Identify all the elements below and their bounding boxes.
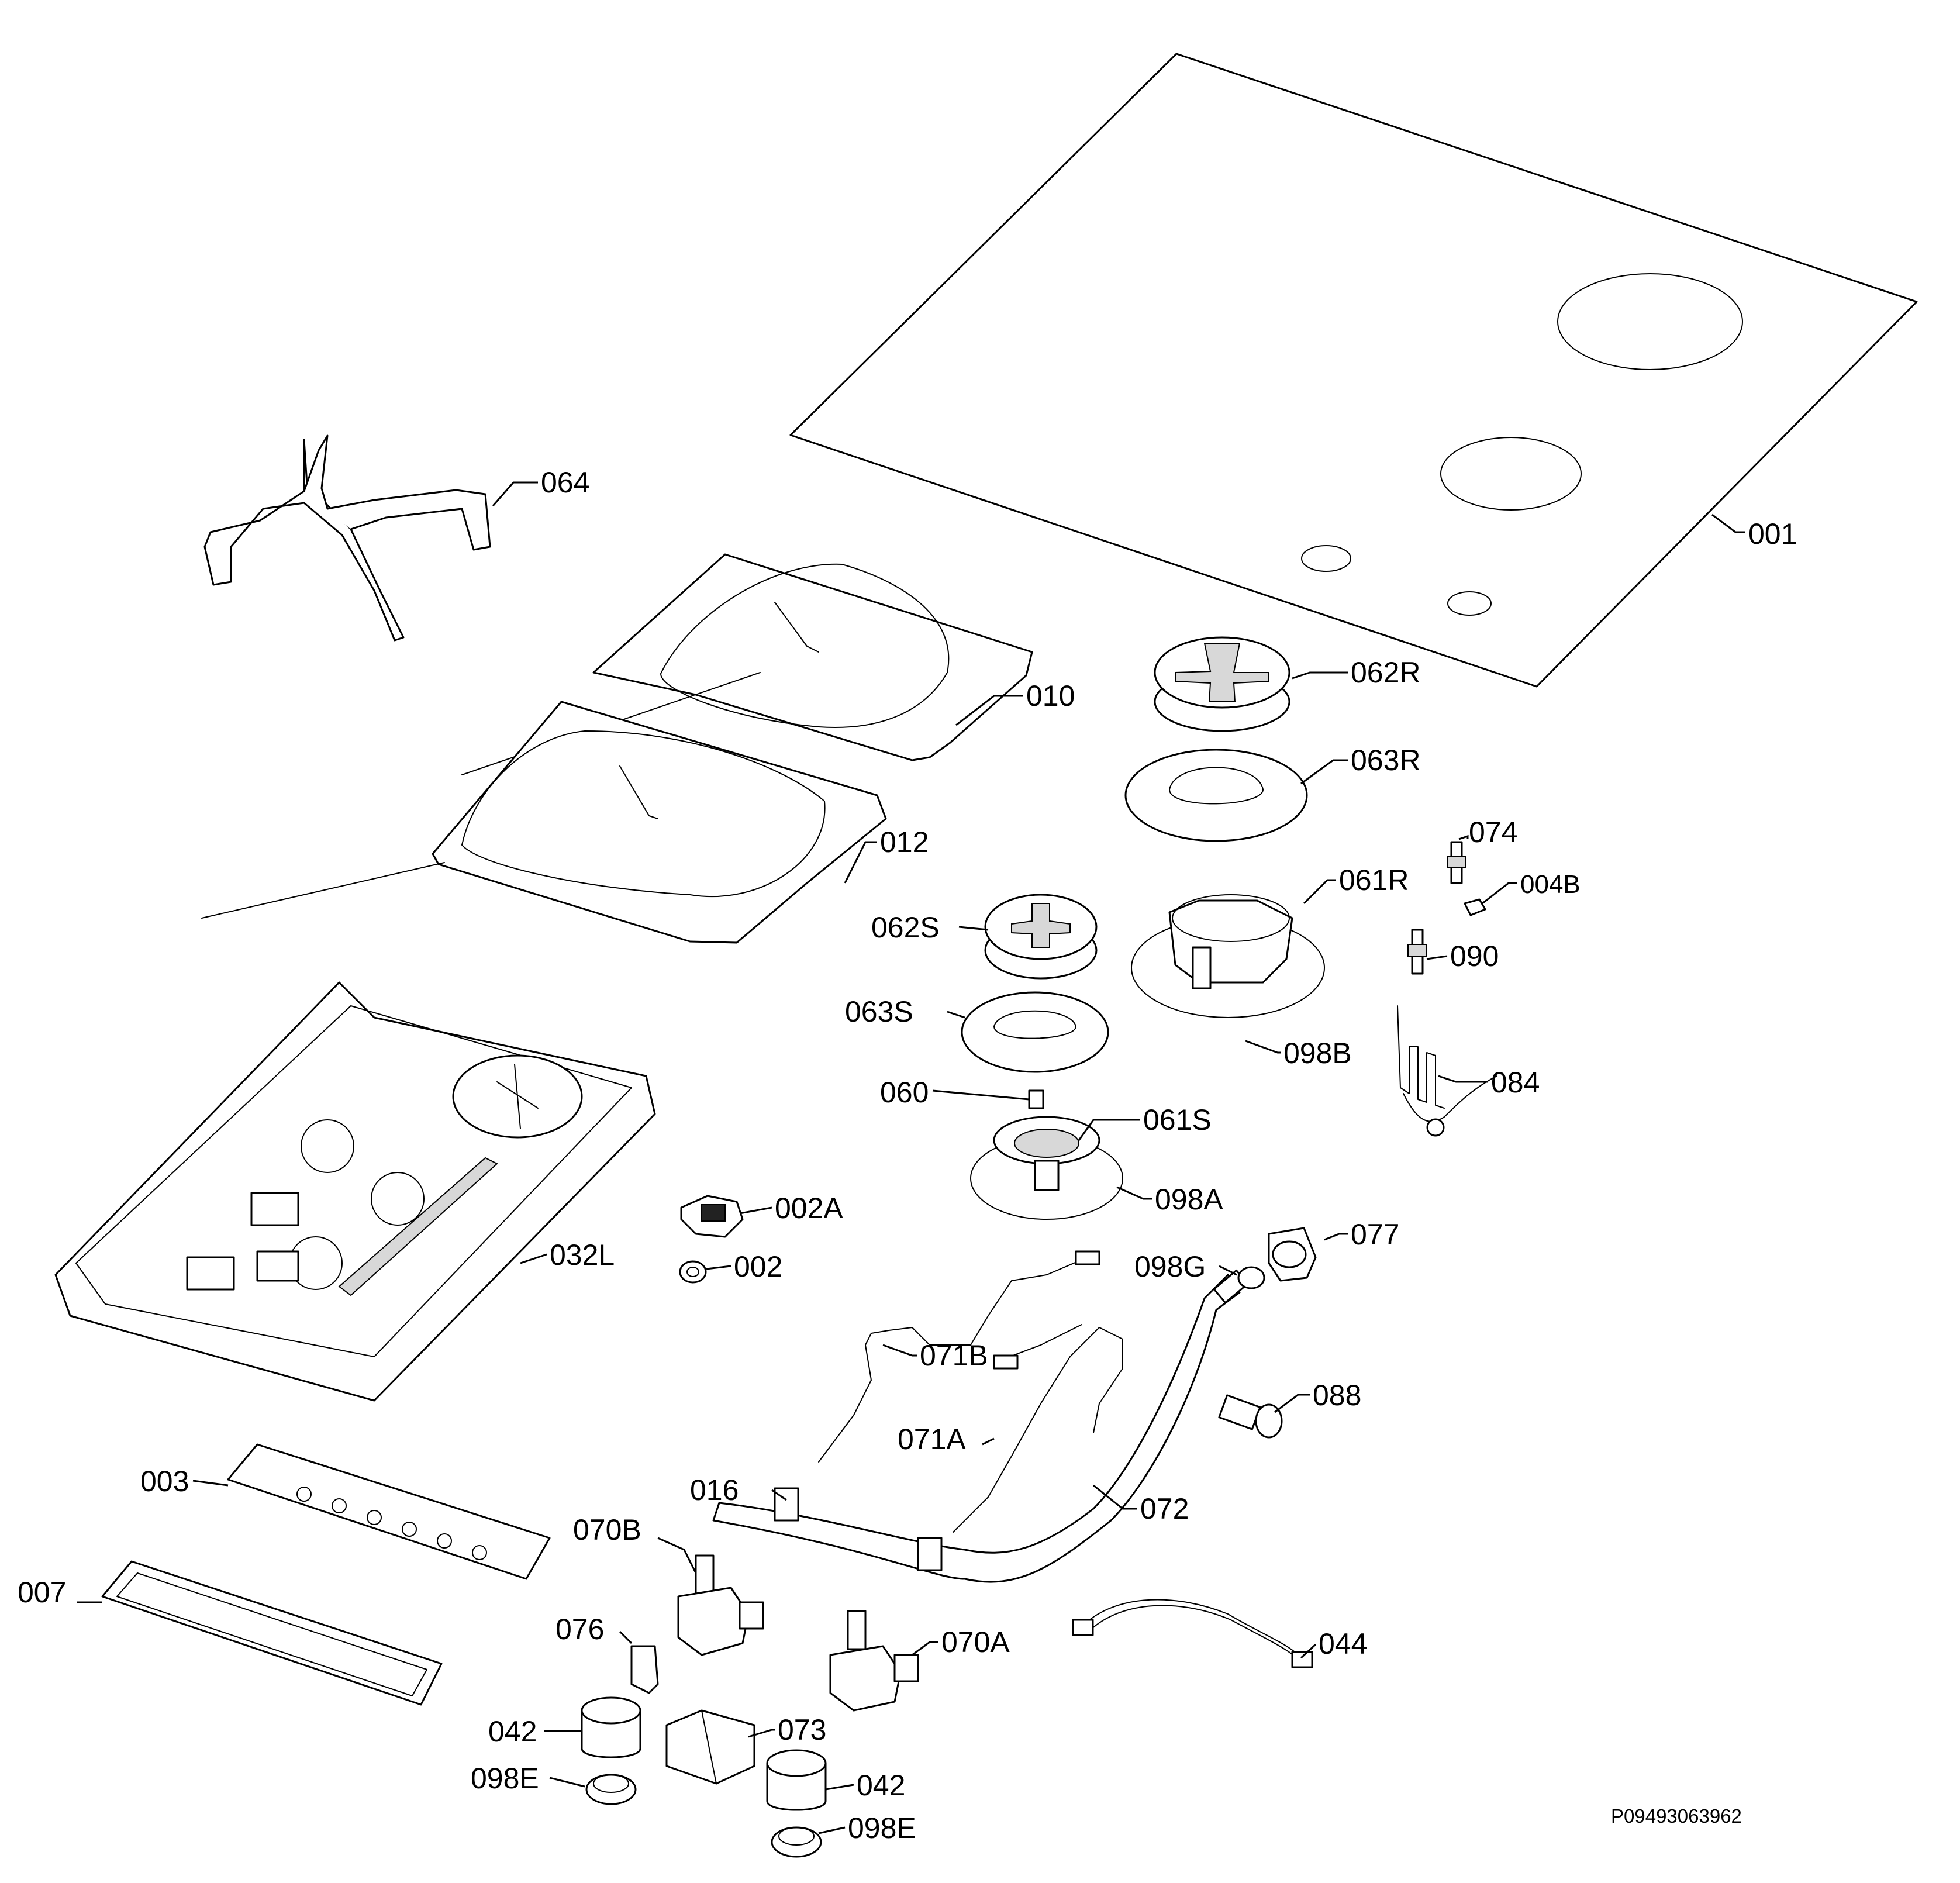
label-070B: 070B (573, 1513, 641, 1546)
part-071A-gas-pipe-large (953, 1324, 1123, 1533)
part-070B-gas-valve (677, 1554, 764, 1656)
label-042-left: 042 (488, 1715, 537, 1748)
label-098A: 098A (1155, 1183, 1223, 1216)
label-016: 016 (690, 1474, 739, 1506)
label-073: 073 (778, 1713, 826, 1746)
label-010: 010 (1026, 680, 1075, 712)
label-071A: 071A (898, 1423, 966, 1456)
part-090-ignition-electrode (1407, 929, 1427, 975)
part-064-pan-support (203, 434, 491, 642)
part-042-knob-right (766, 1749, 827, 1811)
label-007: 007 (18, 1576, 66, 1609)
part-074-thermocouple-tip (1447, 841, 1466, 884)
part-098E-ring-left (585, 1774, 637, 1805)
part-073-ignition-module (665, 1709, 755, 1785)
label-004B: 004B (1520, 870, 1581, 899)
label-003: 003 (140, 1465, 189, 1498)
label-001: 001 (1748, 518, 1797, 550)
label-098B: 098B (1283, 1037, 1352, 1070)
label-070A: 070A (941, 1626, 1010, 1658)
label-061R: 061R (1339, 864, 1409, 896)
label-042-right: 042 (857, 1769, 905, 1802)
label-063R: 063R (1351, 744, 1421, 777)
label-074: 074 (1469, 816, 1517, 849)
part-072-main-gas-pipe (712, 1269, 1249, 1583)
part-016-pipe-bracket (774, 1487, 943, 1571)
part-003-control-board (227, 1443, 551, 1580)
label-098E-left: 098E (471, 1762, 539, 1795)
part-060-injector (1028, 1089, 1044, 1109)
part-004B-clip (1464, 898, 1486, 916)
label-098G: 098G (1134, 1250, 1206, 1283)
label-061S: 061S (1143, 1103, 1212, 1136)
label-012: 012 (880, 826, 929, 858)
label-060: 060 (880, 1076, 929, 1109)
part-044-wiring-harness (1072, 1599, 1313, 1668)
part-088-inlet-fitting (1218, 1394, 1283, 1439)
label-062S: 062S (871, 911, 940, 944)
reference-code: P09493063962 (1611, 1805, 1742, 1827)
part-001-glass-top (789, 53, 1918, 688)
part-077-elbow-connector (1268, 1227, 1317, 1282)
part-012-induction-coil-lower (201, 701, 887, 944)
part-002A-switch (680, 1195, 744, 1238)
label-072: 072 (1140, 1492, 1189, 1525)
part-007-drip-tray (101, 1560, 443, 1706)
label-044: 044 (1319, 1627, 1367, 1660)
label-063S: 063S (845, 995, 913, 1028)
part-063R-burner-ring-large (1124, 749, 1308, 842)
label-084: 084 (1491, 1066, 1540, 1099)
label-088: 088 (1313, 1379, 1361, 1412)
part-084-thermocouple-wire (1397, 1005, 1497, 1137)
label-077: 077 (1351, 1218, 1399, 1251)
label-032L: 032L (550, 1239, 615, 1271)
part-063S-burner-ring-small (961, 991, 1109, 1073)
label-098E-right: 098E (848, 1812, 916, 1844)
label-002A: 002A (775, 1192, 843, 1225)
part-061R-burner-body-large (1131, 894, 1325, 1018)
part-labels: 001 064 010 012 062R 063R 074 004B 061R … (18, 466, 1797, 1844)
part-042-knob-left (581, 1696, 641, 1758)
part-098E-ring-right (771, 1826, 822, 1858)
label-076: 076 (555, 1613, 604, 1646)
label-071B: 071B (920, 1339, 988, 1372)
part-032L-power-board-chassis (54, 981, 656, 1402)
part-071B-gas-pipe-small (818, 1250, 1100, 1463)
part-098G-gasket (1237, 1266, 1265, 1289)
label-090: 090 (1450, 940, 1499, 972)
leader-lines (77, 481, 1745, 1834)
part-076-valve-bracket (630, 1645, 659, 1694)
label-002: 002 (734, 1250, 782, 1283)
part-070A-gas-valve (829, 1610, 919, 1712)
label-064: 064 (541, 466, 589, 499)
part-061S-burner-body-small (970, 1116, 1123, 1220)
part-002-washer (679, 1260, 707, 1284)
label-062R: 062R (1351, 656, 1421, 689)
part-062S-burner-cap-small (984, 894, 1098, 980)
part-062R-burner-cap-large (1154, 636, 1290, 732)
